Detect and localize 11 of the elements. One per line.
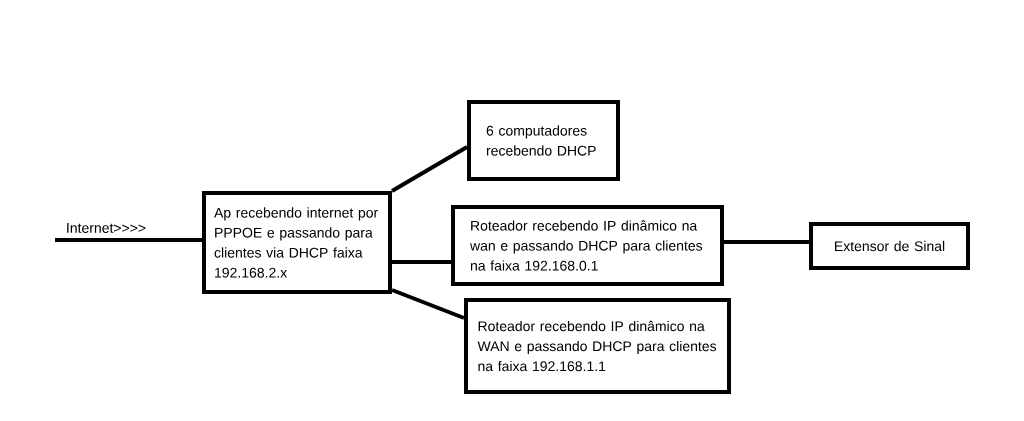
- device-box: Roteador recebendo IP dinâmico na wan e passando DHCP para clientes na faixa 192.168.0.1: [451, 205, 724, 286]
- device-box: Ap recebendo internet por PPPOE e passando para clientes via DHCP faixa 192.168.2.x: [202, 191, 392, 294]
- device-box: 6 computadores recebendo DHCP: [467, 100, 620, 181]
- connector-line: [392, 260, 451, 264]
- device-box: Extensor de Sinal: [809, 222, 970, 270]
- connector-line: [391, 288, 465, 320]
- connector-line: [724, 240, 809, 244]
- connector-line: [391, 145, 468, 193]
- device-box: Roteador recebendo IP dinâmico na WAN e passando DHCP para clientes na faixa 192.168.1.1: [464, 298, 731, 394]
- connector-line: [55, 238, 202, 242]
- edge-label: Internet>>>>: [67, 223, 146, 233]
